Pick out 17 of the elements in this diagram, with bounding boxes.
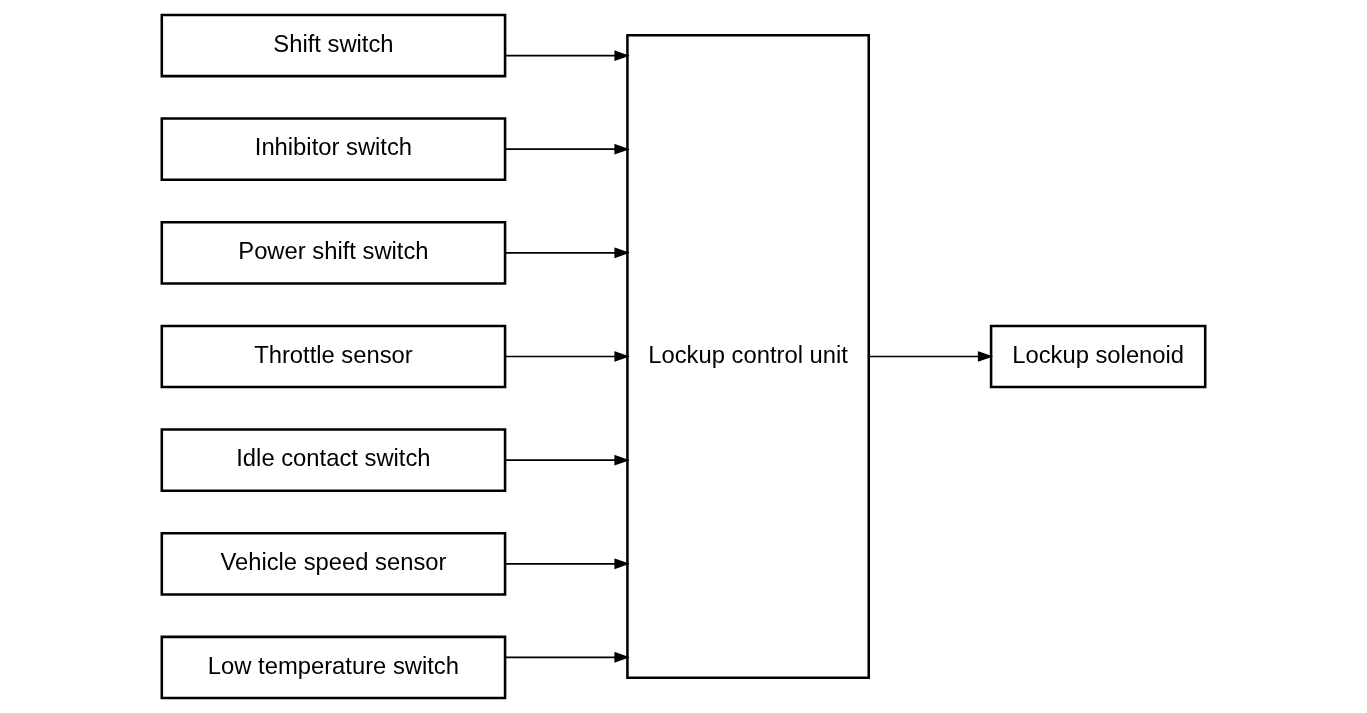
arrow	[504, 143, 630, 155]
node-box: Lockup solenoid	[989, 324, 1207, 389]
arrow	[504, 454, 630, 466]
arrow	[504, 50, 630, 62]
arrow	[868, 351, 994, 362]
node-box: Vehicle speed sensor	[160, 531, 507, 596]
node-box: Inhibitor switch	[160, 117, 507, 182]
arrow	[504, 351, 630, 362]
arrow	[504, 247, 630, 259]
node-box: Lockup control unit	[626, 34, 870, 679]
node-box: Idle contact switch	[160, 428, 507, 493]
arrow	[504, 651, 630, 663]
node-box: Shift switch	[160, 13, 507, 78]
node-box: Throttle sensor	[160, 324, 507, 389]
node-box: Power shift switch	[160, 220, 507, 285]
arrow	[504, 558, 630, 570]
node-box: Low temperature switch	[160, 635, 507, 700]
